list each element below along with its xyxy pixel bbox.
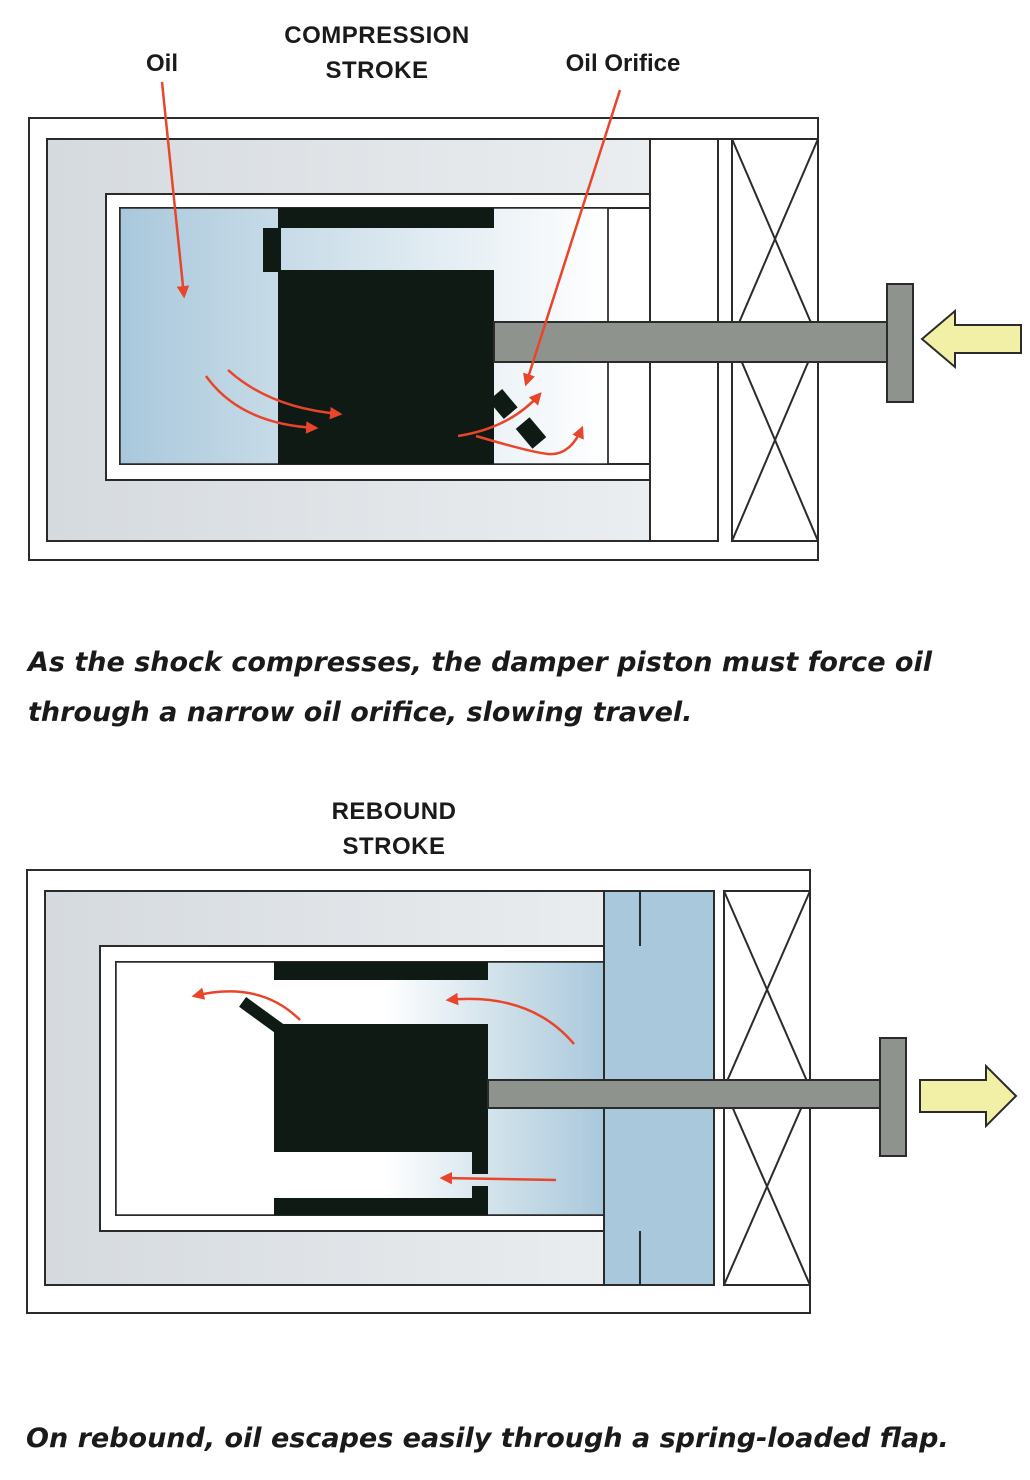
- piston-band-bottom: [274, 1198, 488, 1215]
- orifice-pointer-arrow: [523, 89, 622, 387]
- compression-motion-arrow: [920, 308, 1022, 370]
- flow-arrow-bottom: [439, 1171, 557, 1185]
- piston: [274, 1024, 488, 1152]
- piston-stub-right-lower: [472, 1186, 488, 1200]
- compression-caption-line1: As the shock compresses, the damper pist…: [28, 647, 932, 678]
- compression-caption: As the shock compresses, the damper pist…: [28, 638, 932, 738]
- oil-pointer-arrow: [160, 81, 190, 299]
- flow-arrow-4: [475, 425, 584, 456]
- oil-orifice-label: Oil Orifice: [565, 50, 681, 77]
- flow-arrow-top-right: [445, 992, 575, 1045]
- piston-rod: [487, 1079, 885, 1109]
- piston-stub-right-upper: [472, 1152, 488, 1174]
- compression-title-line2: STROKE: [325, 57, 429, 84]
- rebound-motion-arrow: [919, 1063, 1018, 1129]
- rebound-title-line2: STROKE: [342, 833, 446, 860]
- flow-arrows-compression: [160, 81, 622, 456]
- orifice-valve-upper: [488, 389, 518, 419]
- rebound-title-line1: REBOUND: [331, 798, 457, 825]
- piston-stub-left: [263, 228, 281, 272]
- spring-loaded-flap: [239, 997, 285, 1035]
- oil-label: Oil: [145, 50, 178, 77]
- flow-arrow-top-left: [191, 987, 301, 1021]
- piston-rod: [493, 321, 893, 363]
- piston-band-bottom: [278, 446, 494, 464]
- flow-arrows-rebound: [191, 987, 575, 1185]
- orifice-valve-lower: [515, 417, 547, 449]
- piston-band-top: [274, 962, 488, 980]
- piston-band-top: [278, 208, 494, 228]
- compression-caption-line2: through a narrow oil orifice, slowing tr…: [28, 697, 693, 728]
- compression-title-line1: COMPRESSION: [284, 22, 470, 49]
- piston: [278, 270, 494, 446]
- flow-arrow-1: [227, 369, 343, 420]
- compression-title: COMPRESSION STROKE: [252, 18, 502, 88]
- flow-arrow-3: [457, 392, 542, 438]
- rebound-title: REBOUND STROKE: [294, 794, 494, 864]
- rod-end-plate: [886, 283, 914, 403]
- rebound-diagram: [26, 869, 1018, 1314]
- rod-end-plate: [879, 1037, 907, 1157]
- flow-arrow-2: [204, 375, 319, 434]
- compression-diagram: [28, 81, 1022, 561]
- rebound-caption: On rebound, oil escapes easily through a…: [26, 1423, 949, 1454]
